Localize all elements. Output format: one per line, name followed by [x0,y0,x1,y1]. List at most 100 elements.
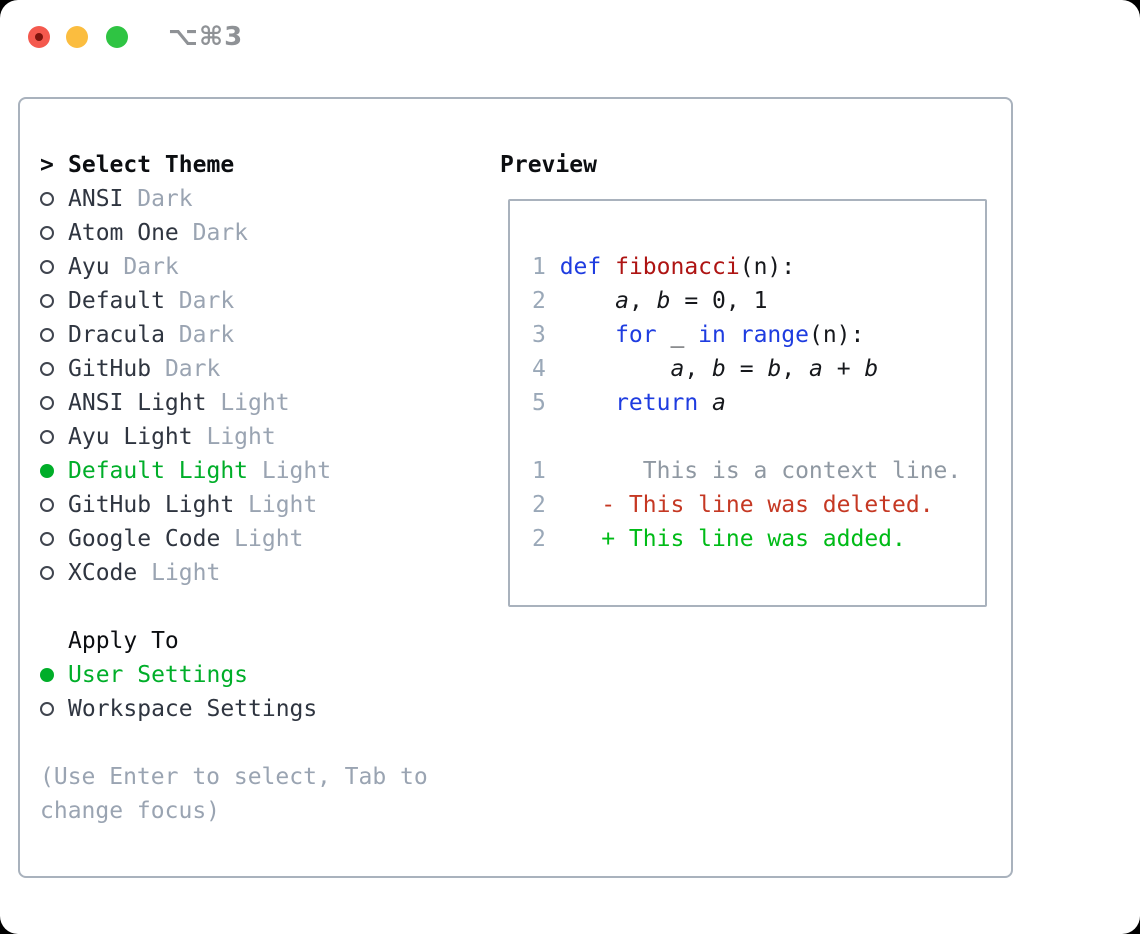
code-line: 5 return a [532,386,961,420]
hint-line: change focus) [40,798,221,824]
code-token-pl: = 0, 1 [670,288,768,314]
theme-option[interactable]: Default Dark [40,284,428,318]
option-tag: Light [261,458,332,484]
code-token-pl: (n): [808,322,865,348]
radio-cell [40,260,68,274]
option-label: Google Code [68,526,221,552]
option-label: Ayu Light [68,424,193,450]
option-tag: Dark [178,288,235,314]
radio-unselected-icon [40,362,54,376]
code-token-kw: in [698,322,726,348]
option-label: Default [68,288,165,314]
select-theme-title: Select Theme [68,152,235,178]
radio-unselected-icon [40,532,54,546]
line-number: 4 [532,356,546,382]
radio-cell [40,328,68,342]
option-tag: Light [248,492,318,518]
code-token-pl: = [725,356,768,382]
option-tag: Dark [164,356,221,382]
line-number: 3 [532,322,546,348]
option-tag: Dark [178,322,235,348]
code-token-pl [560,356,671,382]
option-tag: Dark [123,254,179,280]
radio-cell [40,226,68,240]
radio-cell [40,362,68,376]
option-label: Ayu [68,254,110,280]
option-label: GitHub Light [68,492,235,518]
unsaved-indicator-dot [35,33,43,41]
theme-option[interactable]: Default Light Light [40,454,428,488]
radio-unselected-icon [40,430,54,444]
option-label: User Settings [68,662,249,688]
apply-to-header: Apply To [40,624,428,658]
code-token-pl [560,322,615,348]
radio-unselected-icon [40,498,54,512]
code-token-var: b [864,356,879,382]
code-token-pl [601,254,615,280]
option-label: Dracula [68,322,165,348]
code-token-pl [560,288,615,314]
apply-to-title: Apply To [68,628,179,654]
line-number: 2 [532,492,546,518]
theme-option[interactable]: GitHub Dark [40,352,428,386]
line-number: 1 [532,254,546,280]
hint-text: (Use Enter to select, Tab to change focu… [40,760,428,828]
line-number: 1 [532,458,546,484]
option-label: Workspace Settings [68,696,318,722]
radio-selected-icon [40,668,54,682]
theme-option[interactable]: Ayu Dark [40,250,428,284]
code-token-fn: fibonacci [615,254,740,280]
code-token-var: b [656,288,671,314]
code-token-add: + This line was added. [559,526,906,552]
theme-option[interactable]: Dracula Dark [40,318,428,352]
theme-option[interactable]: GitHub Light Light [40,488,428,522]
radio-cell [40,566,68,580]
radio-unselected-icon [40,396,54,410]
code-token-pl: _ [656,322,699,348]
option-tag: Dark [192,220,249,246]
code-line: 4 a, b = b, a + b [532,352,961,386]
radio-unselected-icon [40,192,54,206]
apply-option[interactable]: Workspace Settings [40,692,428,726]
code-token-var: a [712,390,726,416]
code-token-ctx: This is a context line. [559,458,962,484]
radio-unselected-icon [40,702,54,716]
radio-cell [40,396,68,410]
radio-unselected-icon [40,328,54,342]
minimize-button[interactable] [66,26,88,48]
code-token-kw: def [559,254,602,280]
zoom-button[interactable] [106,26,128,48]
code-line: 2 + This line was added. [532,522,961,556]
code-line [532,420,961,454]
code-line: 1 def fibonacci(n): [532,250,961,284]
option-tag: Light [151,560,221,586]
option-label: GitHub [68,356,152,382]
spacer [40,590,428,624]
option-tag: Dark [137,186,193,212]
option-label: ANSI Light [68,390,207,416]
code-token-pl [726,322,740,348]
select-theme-header: > Select Theme [40,148,428,182]
radio-cell [40,532,68,546]
close-button[interactable] [28,26,50,48]
code-line: 2 a, b = 0, 1 [532,284,961,318]
radio-cell [40,430,68,444]
code-token-del: - This line was deleted. [559,492,934,518]
code-token-pl [560,390,615,416]
line-number: 2 [532,288,546,314]
radio-cell [40,192,68,206]
preview-title: Preview [500,152,597,178]
code-token-pl: (n): [739,254,796,280]
option-label: Default Light [68,458,249,484]
radio-unselected-icon [40,294,54,308]
code-line: 2 - This line was deleted. [532,488,961,522]
radio-unselected-icon [40,566,54,580]
apply-option[interactable]: User Settings [40,658,428,692]
